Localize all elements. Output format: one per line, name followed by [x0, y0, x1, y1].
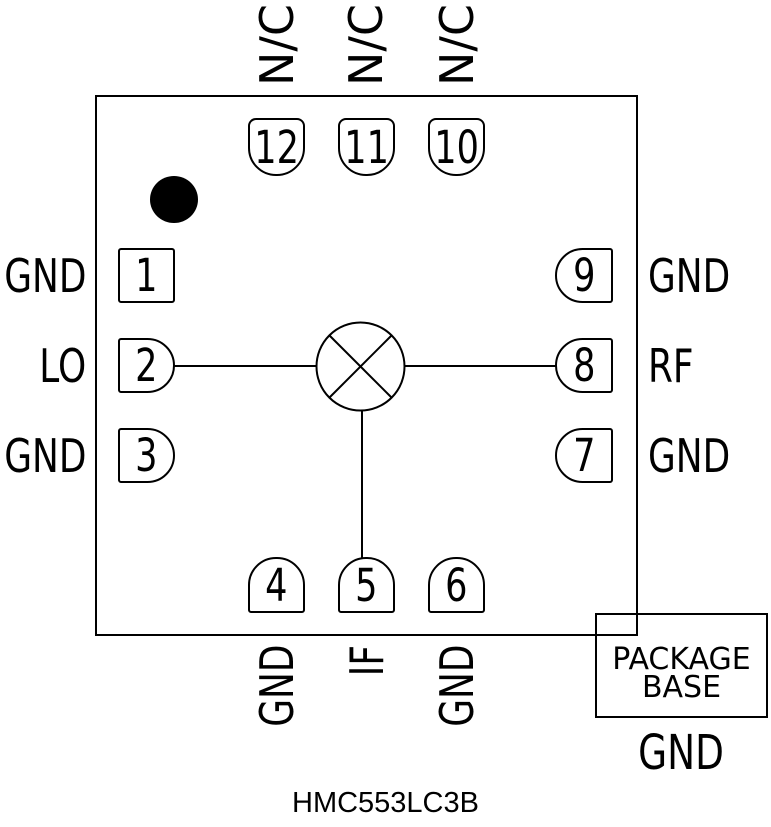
pin-9-label: GND: [648, 248, 731, 303]
part-number: HMC553LC3B: [292, 787, 479, 819]
pin-3-number: 3: [135, 429, 158, 482]
pin-2: 2: [118, 338, 175, 393]
pin-6-label: GND: [430, 645, 484, 728]
pin-12: 12: [248, 118, 305, 176]
pin-2-number: 2: [135, 339, 158, 392]
package-outline: [95, 95, 638, 636]
package-base-text-line1: PACKAGE: [612, 642, 751, 677]
pin-11-label: N/C: [339, 3, 393, 86]
pin-1-label: GND: [3, 248, 86, 303]
pin-5: 5: [338, 557, 395, 613]
pin-7: 7: [555, 428, 613, 483]
pin-8-label: RF: [648, 338, 694, 393]
mixer-x-line-2: [328, 334, 393, 399]
pin-12-number: 12: [254, 120, 299, 174]
pin-7-number: 7: [572, 429, 596, 482]
pin-4: 4: [248, 557, 305, 613]
package-base-gnd-label: GND: [638, 725, 725, 781]
pin-2-label: LO: [39, 338, 86, 393]
package-base-box: PACKAGE BASE: [595, 613, 768, 718]
pin-1-number: 1: [135, 249, 158, 302]
mixer-symbol: [315, 321, 406, 412]
pin-6-number: 6: [445, 558, 468, 612]
pin-10-number: 10: [434, 120, 479, 174]
pin-9: 9: [555, 248, 613, 303]
pin-10-label: N/C: [430, 3, 484, 86]
pin-8: 8: [555, 338, 613, 393]
pin1-indicator-dot: [150, 176, 198, 223]
package-base-text-line2: BASE: [641, 670, 722, 705]
pin-5-number: 5: [355, 558, 378, 612]
pin-8-number: 8: [572, 339, 596, 392]
pin-6: 6: [428, 557, 485, 613]
pin-3-label: GND: [3, 428, 86, 483]
pin-11-number: 11: [344, 120, 389, 174]
pin-1: 1: [118, 248, 175, 303]
pin-4-label: GND: [250, 645, 304, 728]
pin-5-label: IF: [340, 645, 394, 677]
pin-4-number: 4: [265, 558, 288, 612]
pin-11: 11: [338, 118, 395, 176]
pin-9-number: 9: [572, 249, 596, 302]
pin-3: 3: [118, 428, 175, 483]
pin-7-label: GND: [648, 428, 731, 483]
pin-10: 10: [428, 118, 485, 176]
pin-12-label: N/C: [250, 3, 304, 86]
